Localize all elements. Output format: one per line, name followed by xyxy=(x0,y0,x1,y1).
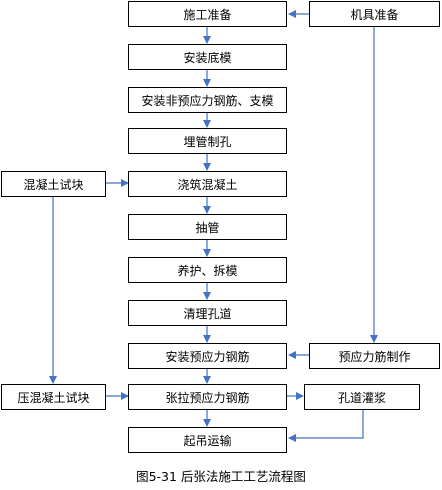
node-shigong-zhunbei: 施工准备 xyxy=(128,1,287,27)
node-zhangla: 张拉预应力钢筋 xyxy=(128,384,287,410)
node-yuyingli-zhizuo: 预应力筋制作 xyxy=(309,343,440,369)
node-qidiao-yunshu: 起吊运输 xyxy=(128,427,287,453)
node-yanghu-chaimo: 养护、拆模 xyxy=(128,257,287,283)
node-maiguan-zhikong: 埋管制孔 xyxy=(128,128,287,154)
node-anzhuang-dimo: 安装底模 xyxy=(128,44,287,70)
node-hunningtu-shikuai: 混凝土试块 xyxy=(1,171,106,197)
node-anzhuang-yuyingli: 安装预应力钢筋 xyxy=(128,343,287,369)
node-ya-shikuai: 压混凝土试块 xyxy=(1,384,106,410)
node-anzhuang-fei-yuyingli: 安装非预应力钢筋、支模 xyxy=(128,87,287,113)
figure-caption: 图5-31 后张法施工工艺流程图 xyxy=(136,469,306,484)
node-qingli-kongdao: 清理孔道 xyxy=(128,300,287,326)
node-jiaozhu-hunningtu: 浇筑混凝土 xyxy=(128,171,287,197)
node-jiju-zhunbei: 机具准备 xyxy=(309,1,440,27)
node-chouguan: 抽管 xyxy=(128,214,287,240)
arrow-guanjiang-to-qidiao xyxy=(288,410,364,442)
node-kongdao-guanjiang: 孔道灌浆 xyxy=(304,384,420,410)
